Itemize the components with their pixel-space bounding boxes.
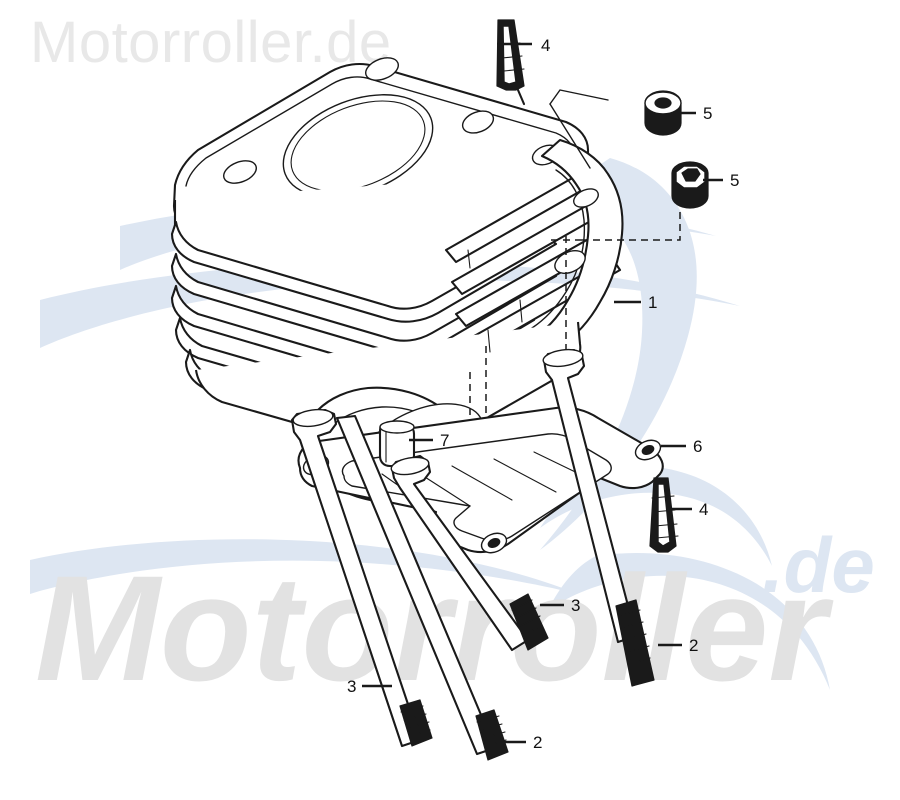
- callout-label-5-lower: 5: [730, 171, 739, 190]
- callout-label-3-left: 3: [347, 677, 356, 696]
- callout-label-1: 1: [648, 293, 657, 312]
- bolt-hole-top-rear: [365, 57, 399, 81]
- part-cylinder-block: [170, 57, 624, 504]
- nut-upper-guide-2: [549, 103, 591, 169]
- watermark-top-text: Motorroller.de: [30, 10, 392, 75]
- callout-label-4-right: 4: [699, 500, 708, 519]
- watermark-tld-text: .de: [762, 521, 875, 609]
- callout-label-6: 6: [693, 437, 702, 456]
- gasket-hole-right-inner: [641, 445, 655, 455]
- callout-label-4-top: 4: [541, 36, 550, 55]
- part-long-stud-left: [290, 408, 433, 748]
- nut-upper-hole: [654, 97, 672, 109]
- callout-label-5-upper: 5: [703, 104, 712, 123]
- part-long-stud-second: [335, 414, 509, 761]
- bolt-hole-top-right: [461, 110, 495, 134]
- callout-label-7: 7: [440, 431, 449, 450]
- stud-right-head: [542, 348, 584, 368]
- part-hex-nut-upper: [644, 90, 682, 136]
- nut-upper-guide: [549, 89, 609, 105]
- part-short-stud-top: [496, 19, 526, 106]
- callout-label-3-mid: 3: [571, 596, 580, 615]
- callout-label-2-right: 2: [689, 636, 698, 655]
- callout-layer: 4 5 5 1 7 6 4 3 2 3 2: [347, 36, 739, 752]
- part-long-stud-middle: [390, 454, 549, 652]
- stud-left-head: [292, 408, 334, 428]
- part-long-stud-right: [542, 348, 655, 687]
- part-short-stud-right: [649, 477, 679, 553]
- boss-bolt-hole-2: [573, 188, 599, 208]
- part-hex-nut-lower: [671, 161, 709, 209]
- dowel-pin-top: [379, 420, 415, 434]
- stud-middle-head: [390, 456, 430, 476]
- callout-label-2-bottom: 2: [533, 733, 542, 752]
- gasket-hole-front-inner: [487, 538, 501, 548]
- bolt-hole-top-left: [223, 160, 257, 184]
- nut-lower-hole: [681, 168, 701, 182]
- nut-lower-guide: [582, 212, 681, 241]
